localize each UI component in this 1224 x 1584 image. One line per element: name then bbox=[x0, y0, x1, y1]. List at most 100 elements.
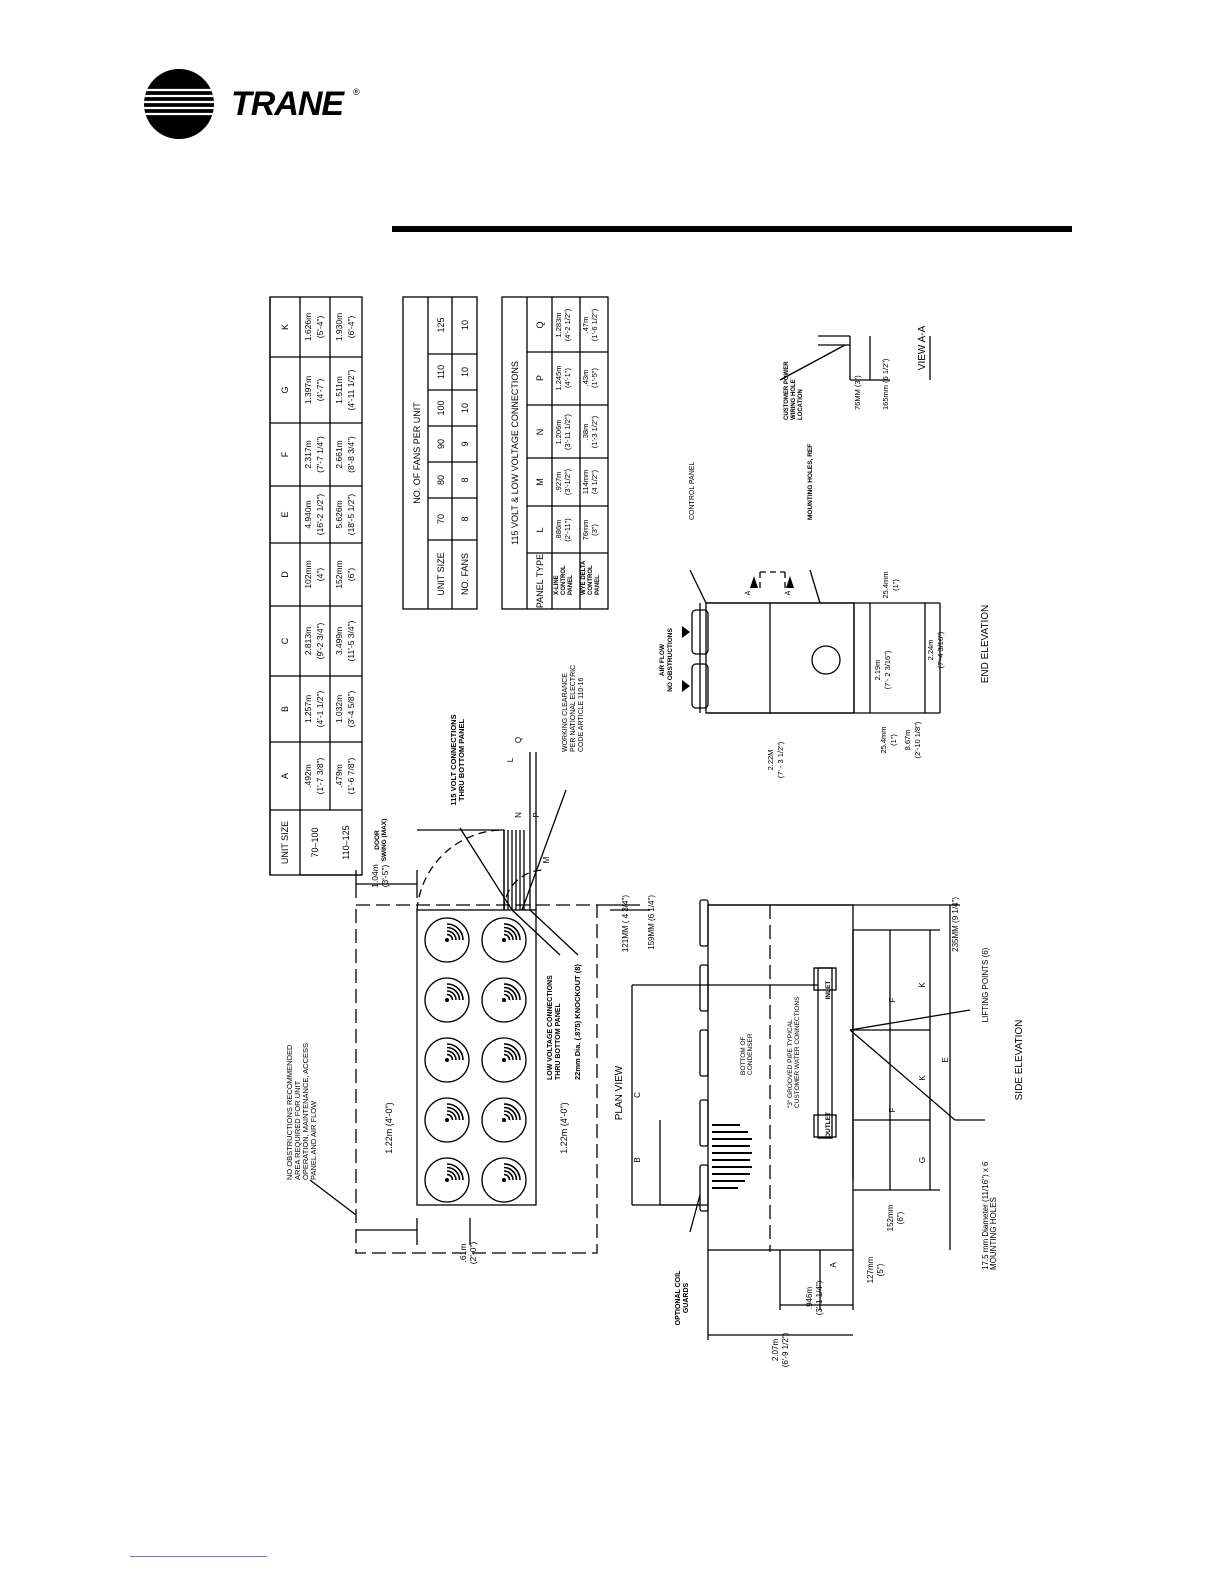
dim-946-imperial: (3'-1 1/4") bbox=[815, 1280, 824, 1315]
dims-header-a: A bbox=[280, 773, 290, 779]
dim-152-metric: 152mm bbox=[886, 1204, 895, 1231]
fans-count: 9 bbox=[460, 441, 470, 446]
fans-unit-size: 110 bbox=[436, 365, 446, 379]
end-unit-outline bbox=[705, 602, 855, 714]
dims-header-k: K bbox=[280, 324, 290, 330]
dims-header-unit-size: UNIT SIZE bbox=[280, 821, 290, 864]
hv-note: 115 VOLT CONNECTIONS bbox=[449, 714, 458, 805]
dim-121: 121MM ( 4 3/4") bbox=[621, 895, 630, 952]
section-mark: A bbox=[785, 590, 792, 595]
dims-header-d: D bbox=[280, 571, 290, 578]
mounting-note: MOUNTING HOLES bbox=[989, 1197, 998, 1270]
grooved-pipe-note: "3" GROOVED PIPE TYPICAL bbox=[787, 1019, 794, 1108]
plan-letter-q: Q bbox=[514, 737, 523, 743]
side-elevation-title: SIDE ELEVATION bbox=[1014, 1020, 1025, 1101]
conn-metric: .43m bbox=[581, 370, 590, 387]
conn-metric: 76mm bbox=[581, 520, 590, 541]
dim-door-imperial: (3'-5") bbox=[380, 865, 390, 888]
fans-unit-size: 70 bbox=[436, 514, 446, 524]
fans-count: 10 bbox=[460, 367, 470, 377]
fans-table bbox=[402, 296, 478, 610]
conn-imperial: (1'-6 1/2") bbox=[590, 308, 599, 341]
dim-side-bottom: 1.22m (4'-0") bbox=[559, 1102, 569, 1153]
bottom-condenser-note: BOTTOM OF bbox=[740, 1036, 747, 1075]
dims-cell-metric: 1.930m bbox=[334, 313, 344, 341]
registered-mark: ® bbox=[353, 87, 360, 97]
lv-note: LOW VOLTAGE CONNECTIONS bbox=[547, 975, 554, 1080]
lifting-points-note: LIFTING POINTS (6) bbox=[981, 947, 990, 1022]
coil-guard-note: GUARDS bbox=[683, 1283, 690, 1314]
wc-note: CODE ARTICLE 110-16 bbox=[578, 677, 585, 752]
fans-count: 10 bbox=[460, 403, 470, 413]
wc-note: PER NATIONAL ELECTRIC bbox=[570, 665, 577, 752]
dim-152-imperial: (6") bbox=[896, 1211, 905, 1224]
fans-title: NO. OF FANS PER UNIT bbox=[412, 402, 422, 504]
fan-circle bbox=[424, 1097, 470, 1143]
dims-cell-metric: 3.499m bbox=[334, 627, 344, 655]
fans-count: 8 bbox=[460, 516, 470, 521]
coil-guard-note: OPTIONAL COIL bbox=[675, 1270, 682, 1325]
wiring-note: WIRING HOLE bbox=[791, 379, 797, 420]
conn-header: P bbox=[535, 375, 545, 381]
end-elevation-title: END ELEVATION bbox=[980, 605, 991, 684]
conn-header: L bbox=[535, 527, 545, 532]
dim-end-imperial: (2'-0") bbox=[468, 1242, 478, 1265]
brand-wordmark: TRANE bbox=[231, 85, 345, 123]
dims-cell-imperial: (4'-1 1/2") bbox=[315, 690, 325, 727]
conn-panel-label: PANEL bbox=[568, 575, 574, 595]
wiring-note: LOCATION bbox=[798, 389, 804, 420]
dims-cell-metric: 5.626m bbox=[334, 500, 344, 528]
dims-cell-metric: 1.626m bbox=[303, 313, 313, 341]
conn-metric: 1.245m bbox=[554, 365, 563, 390]
fan-circle bbox=[424, 977, 470, 1023]
dims-unit-size: 110–125 bbox=[341, 825, 351, 859]
side-letter-e: E bbox=[941, 1057, 950, 1062]
conn-metric: 114mm bbox=[581, 470, 590, 494]
clearance-note: NO OBSTRUCTIONS RECOMMENDED bbox=[285, 1044, 294, 1180]
dims-cell-metric: 4.940m bbox=[303, 500, 313, 528]
grooved-pipe-note: CUSTOMER WATER CONNECTIONS bbox=[794, 996, 801, 1108]
conn-imperial: (2'-11") bbox=[563, 518, 572, 542]
conn-header: Q bbox=[535, 321, 545, 328]
side-letter-k: K bbox=[918, 982, 927, 988]
clearance-note: AREA REQUIRED FOR UNIT bbox=[293, 1080, 302, 1180]
outlet-label: OUTLET bbox=[825, 1112, 832, 1138]
side-letter-a: A bbox=[829, 1262, 838, 1268]
dims-cell-metric: 2.661m bbox=[334, 440, 344, 468]
lv-note: THRU BOTTOM PANEL bbox=[555, 1003, 562, 1080]
conn-metric: 1.206m bbox=[554, 419, 563, 444]
dim-207-imperial: (6'-9 1/2") bbox=[781, 1332, 790, 1367]
dims-header-e: E bbox=[280, 511, 290, 517]
dims-cell-metric: 2.317m bbox=[303, 440, 313, 468]
dims-cell-imperial: (16'-2 1/2") bbox=[315, 494, 325, 536]
clearance-note: PANEL AND AIR FLOW bbox=[309, 1100, 318, 1180]
fan-circle bbox=[424, 1037, 470, 1083]
footer-rule bbox=[130, 1556, 267, 1557]
hv-note: THRU BOTTOM PANEL bbox=[457, 718, 466, 801]
conn-imperial: (4'-1") bbox=[563, 368, 572, 388]
plan-view-title: PLAN VIEW bbox=[614, 1065, 625, 1120]
dims-cell-imperial: (18'-5 1/2") bbox=[346, 494, 356, 536]
dim-254a-metric: 25.4mm bbox=[879, 726, 888, 753]
dims-cell-imperial: (8'-8 3/4") bbox=[346, 436, 356, 473]
conn-metric: .886m bbox=[554, 520, 563, 541]
conn-header: M bbox=[535, 478, 545, 486]
control-panel-label: CONTROL PANEL bbox=[689, 462, 696, 520]
bottom-condenser-note: CONDENSER bbox=[747, 1033, 754, 1075]
view-aa-title: VIEW A-A bbox=[917, 325, 928, 370]
wc-note: WORKING CLEARANCE bbox=[562, 673, 569, 752]
fan-circle bbox=[424, 1157, 470, 1203]
dim-127-imperial: (5") bbox=[876, 1263, 885, 1276]
door-note: SWING (MAX) bbox=[381, 819, 388, 862]
dims-cell-metric: 152mm bbox=[334, 560, 344, 588]
fans-label-count: NO. FANS bbox=[460, 553, 470, 595]
side-letter-c: C bbox=[633, 1092, 642, 1098]
knockout-note: 22mm Dia. (.875) KNOCKOUT (8) bbox=[573, 964, 582, 1080]
dim-224-imperial: (7'-4 3/16") bbox=[936, 631, 945, 668]
dim-867-imperial: (2'-10 1/8") bbox=[913, 721, 922, 758]
conn-header: PANEL TYPE bbox=[535, 554, 545, 608]
dims-cell-metric: 102mm bbox=[303, 560, 313, 588]
conn-panel-label: PANEL bbox=[595, 575, 601, 595]
side-unit-outline bbox=[707, 904, 854, 1251]
dims-cell-imperial: (1'-7 3/8") bbox=[315, 757, 325, 794]
